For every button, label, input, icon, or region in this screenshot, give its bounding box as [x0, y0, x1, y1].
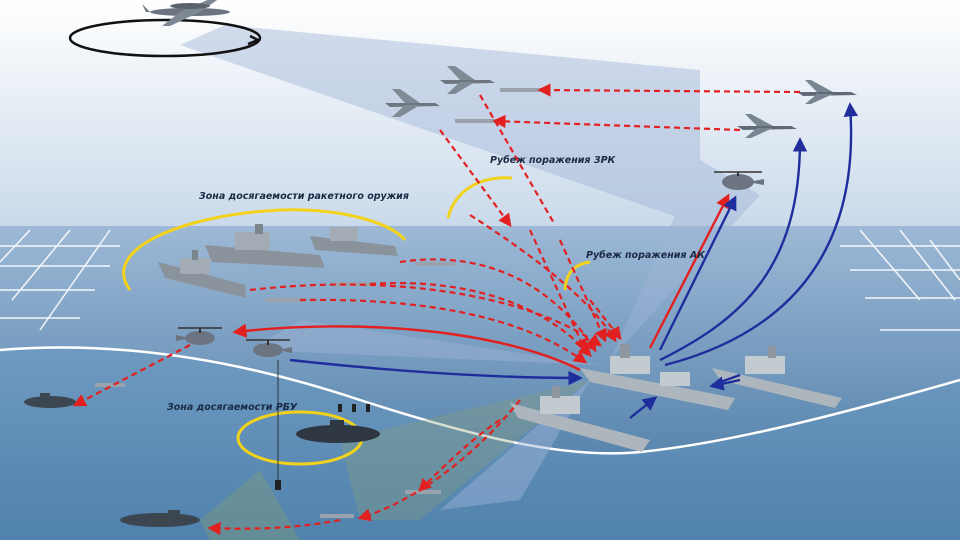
depth-charge-icon: [366, 404, 370, 412]
ak-line-label: Рубеж поражения АК: [586, 250, 706, 261]
warship-icon: [310, 227, 398, 256]
missile-icon: [95, 383, 125, 387]
missile-icon: [320, 514, 354, 518]
ak-zone-arc: [563, 260, 591, 291]
threat-arrows: [72, 83, 801, 536]
helicopter-icon: [714, 171, 764, 190]
intercept-arrows: [232, 193, 730, 372]
missile-icon: [500, 88, 544, 92]
sam-line-label: Рубеж поражения ЗРК: [490, 155, 617, 166]
fighter-jet-icon: [797, 80, 857, 104]
sonar-beam-2: [200, 470, 300, 540]
helicopter-icon: [246, 339, 292, 357]
submarine-icon: [24, 393, 76, 408]
dipping-sonar-icon: [275, 480, 281, 490]
missile-zone-label: Зона досягаемости ракетного оружия: [199, 191, 409, 202]
warship-icon: [205, 224, 325, 268]
depth-charge-icon: [338, 404, 342, 412]
warship-icon: [712, 346, 842, 408]
missile-icon: [405, 490, 441, 494]
orbit-arrow-icon: [247, 34, 262, 46]
missile-zone-arc: [122, 208, 407, 291]
submarine-icon: [120, 510, 200, 527]
own-arrows: [289, 102, 859, 419]
sea-grid: [0, 229, 960, 331]
rbu-zone-label: Зона досягаемости РБУ: [167, 402, 298, 413]
submarine-icon: [296, 420, 380, 443]
awacs-orbit: [68, 18, 262, 58]
fighter-jet-icon: [385, 89, 440, 117]
helicopter-icon: [176, 327, 222, 345]
fighter-jet-icon: [440, 66, 495, 94]
warship-icon: [580, 344, 735, 410]
sam-zone-arc: [446, 176, 513, 219]
missile-icon: [455, 119, 499, 123]
warship-icon: [510, 386, 650, 452]
missile-icon: [265, 298, 305, 302]
awacs-aircraft-icon: [142, 0, 230, 26]
depth-charge-icon: [352, 404, 356, 412]
fighter-jet-icon: [737, 114, 797, 138]
underwater-zone: [0, 347, 960, 540]
sky-background: [0, 0, 960, 230]
warship-icon: [158, 250, 246, 298]
missile-icon: [415, 262, 455, 266]
